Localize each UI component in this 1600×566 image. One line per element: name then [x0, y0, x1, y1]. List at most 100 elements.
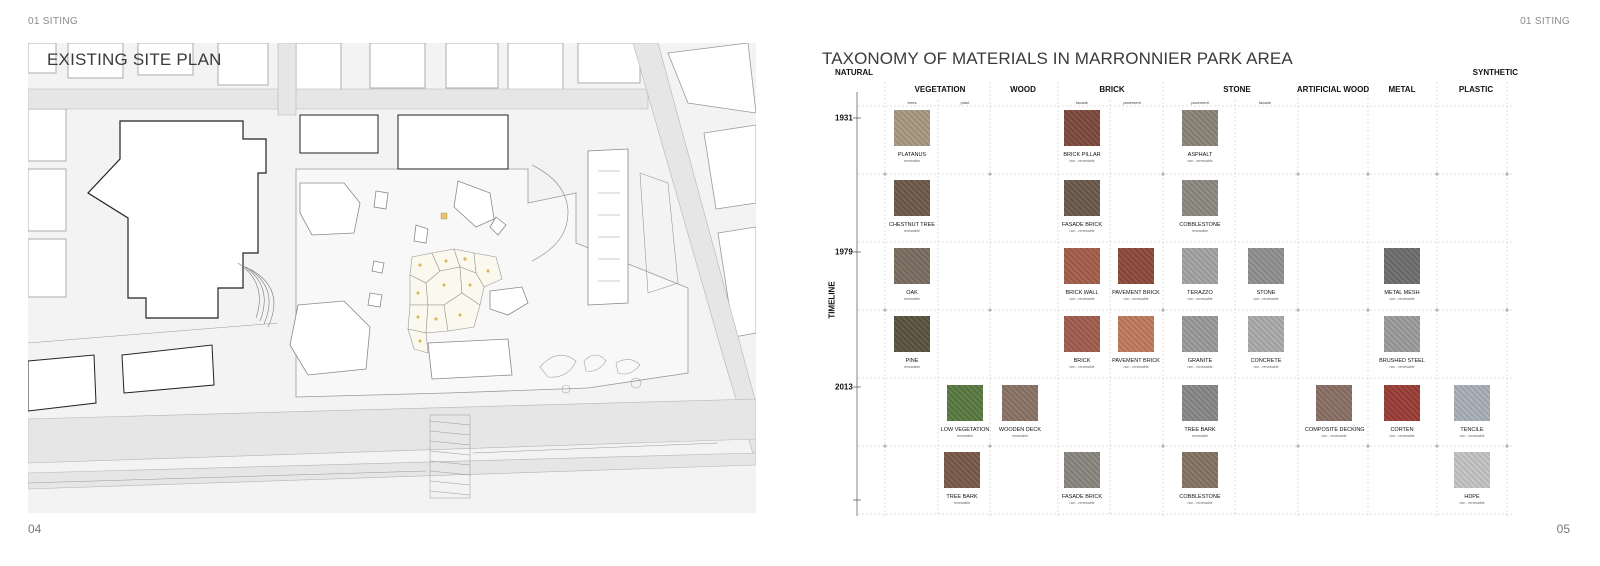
material-renewability: renewable	[1011, 434, 1029, 438]
material-renewability: non - renewable	[1069, 297, 1095, 301]
material-name: HDPE	[1464, 494, 1480, 500]
material-renewability: non - renewable	[1389, 434, 1415, 438]
material-renewability: non - renewable	[1253, 365, 1279, 369]
material-renewability: renewable	[1191, 229, 1209, 233]
material-renewability: renewable	[956, 434, 974, 438]
page-number-left: 04	[28, 522, 42, 536]
material-renewability: non - renewable	[1187, 297, 1213, 301]
subcategory-pavement: pavement	[1191, 100, 1209, 105]
material-swatch	[1248, 248, 1284, 284]
material-name: GRANITE	[1187, 358, 1213, 364]
material-name: METAL MESH	[1384, 290, 1420, 296]
material-renewability: renewable	[1191, 434, 1209, 438]
material-name: COBBLESTONE	[1179, 222, 1221, 228]
material-swatch	[1118, 316, 1154, 352]
material-name: CHESTNUT TREE	[889, 222, 935, 228]
section-header-left: 01 SITING	[28, 16, 78, 27]
material-name: LOW VEGETATION	[940, 427, 990, 433]
material-name: PAVEMENT BRICK	[1112, 290, 1160, 296]
natural-label: NATURAL	[835, 68, 874, 77]
category-wood: WOOD	[1010, 85, 1036, 94]
material-swatch	[947, 385, 983, 421]
plan-title: EXISTING SITE PLAN	[47, 50, 222, 69]
material-swatch	[1064, 110, 1100, 146]
material-swatch	[1064, 316, 1100, 352]
material-renewability: non - renewable	[1069, 159, 1095, 163]
material-name: FASADE BRICK	[1061, 222, 1103, 228]
material-renewability: non - renewable	[1187, 501, 1213, 505]
material-name: TREE BARK	[946, 494, 978, 500]
material-name: TREE BARK	[1184, 427, 1216, 433]
material-swatch	[1384, 316, 1420, 352]
material-swatch	[1454, 385, 1490, 421]
material-renewability: non - renewable	[1123, 297, 1149, 301]
material-swatch	[1064, 248, 1100, 284]
material-name: BRICK	[1073, 358, 1091, 364]
material-swatch	[1182, 385, 1218, 421]
material-swatch	[1064, 180, 1100, 216]
timeline-label: TIMELINE	[827, 281, 837, 319]
year-1979: 1979	[835, 247, 853, 257]
material-swatch	[894, 248, 930, 284]
material-name: FASADE BRICK	[1061, 494, 1103, 500]
year-2013: 2013	[835, 382, 853, 392]
material-swatch	[944, 452, 980, 488]
material-swatch	[894, 316, 930, 352]
section-header-right: 01 SITING	[1520, 16, 1570, 27]
material-name: WOODEN DECK	[998, 427, 1042, 433]
material-renewability: non - renewable	[1459, 501, 1485, 505]
material-name: TERAZZO	[1187, 290, 1213, 296]
material-swatch	[1248, 316, 1284, 352]
material-name: BRICK WALL	[1065, 290, 1099, 296]
category-plastic: PLASTIC	[1458, 85, 1494, 94]
material-renewability: non - renewable	[1187, 159, 1213, 163]
material-name: OAK	[906, 290, 918, 296]
material-renewability: renewable	[903, 297, 921, 301]
material-name: COBBLESTONE	[1179, 494, 1221, 500]
material-renewability: non - renewable	[1389, 365, 1415, 369]
material-name: PINE	[905, 358, 919, 364]
synthetic-label: SYNTHETIC	[1472, 68, 1518, 77]
material-renewability: non - renewable	[1253, 297, 1279, 301]
material-swatch	[1064, 452, 1100, 488]
material-swatch	[1316, 385, 1352, 421]
material-renewability: non - renewable	[1459, 434, 1485, 438]
year-1931: 1931	[835, 113, 853, 123]
material-swatch	[1384, 385, 1420, 421]
category-stone: STONE	[1223, 85, 1251, 94]
site-plan-drawing	[28, 43, 756, 513]
material-name: STONE	[1256, 290, 1276, 296]
material-swatch	[1454, 452, 1490, 488]
material-swatch	[1182, 316, 1218, 352]
material-name: CORTEN	[1390, 427, 1414, 433]
material-renewability: non - renewable	[1069, 365, 1095, 369]
material-renewability: non - renewable	[1069, 501, 1095, 505]
material-swatch	[1384, 248, 1420, 284]
material-name: BRUSHED STEEL	[1379, 358, 1425, 364]
material-renewability: non - renewable	[1389, 297, 1415, 301]
